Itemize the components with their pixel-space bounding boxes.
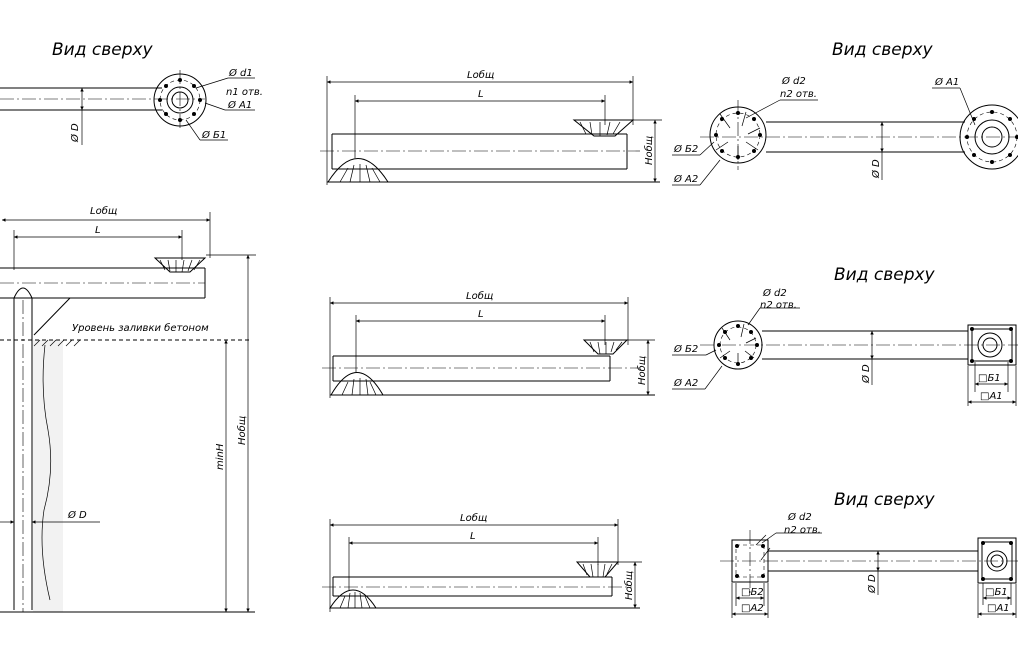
label-l-total-mid3: Lобщ — [460, 512, 487, 524]
label-diam-b2-right2: Ø Б2 — [673, 343, 698, 355]
label-concrete-level: Уровень заливки бетоном — [72, 322, 209, 334]
label-diam-d1: Ø d1 — [228, 67, 253, 79]
label-diam-a2-right2: Ø A2 — [673, 377, 698, 389]
label-diam-d-right1: Ø D — [870, 159, 882, 179]
label-h-total-mid3: Нобщ — [623, 571, 635, 600]
flange-top-left — [153, 70, 207, 130]
label-diam-d2-right2: Ø d2 — [762, 287, 787, 299]
view-title-right-3: Вид сверху — [834, 490, 936, 510]
label-l-left: L — [95, 225, 101, 236]
label-sq-a1-right3: □A1 — [987, 603, 1010, 614]
right-plan-view-1: Вид сверху Ø D Ø A1 Ø d2 n2 отв. Ø Б2 Ø … — [672, 40, 1018, 186]
view-title-top-left: Вид сверху — [52, 40, 154, 60]
label-diam-a2-right1: Ø A2 — [673, 173, 698, 185]
label-n2-holes-right3: n2 отв. — [784, 525, 821, 536]
label-diam-d-right3: Ø D — [866, 574, 878, 594]
label-n2-holes-right1: n2 отв. — [780, 89, 817, 100]
label-l-total-mid1: Lобщ — [467, 69, 494, 81]
label-sq-b2-right3: □Б2 — [741, 587, 764, 598]
label-sq-a2-right3: □A2 — [741, 603, 764, 614]
middle-side-view-1: Lобщ L Нобщ — [320, 69, 662, 185]
label-l-mid3: L — [470, 531, 476, 542]
label-l-mid2: L — [478, 309, 484, 320]
label-diam-a1-top-left: Ø A1 — [227, 99, 252, 111]
label-n2-holes-right2: n2 отв. — [760, 300, 797, 311]
label-diam-d-right2: Ø D — [860, 364, 872, 384]
label-sq-a1-right2: □A1 — [980, 391, 1003, 402]
label-sq-b1-right2: □Б1 — [978, 373, 1001, 384]
label-l-total-left: Lобщ — [90, 205, 117, 217]
left-side-view: Lобщ L Уровень заливки бетоном Нобщ minH — [0, 205, 256, 613]
middle-side-view-2: Lобщ L Нобщ — [322, 290, 655, 398]
view-title-right-2: Вид сверху — [834, 265, 936, 285]
label-sq-b1-right3: □Б1 — [985, 587, 1008, 598]
label-diam-b1: Ø Б1 — [201, 129, 226, 141]
label-diam-d2-right1: Ø d2 — [781, 75, 806, 87]
middle-side-view-3: Lобщ L Нобщ — [322, 512, 642, 612]
label-h-total-mid1: Нобщ — [643, 136, 655, 165]
label-diam-d2-right3: Ø d2 — [787, 511, 812, 523]
label-l-total-mid2: Lобщ — [466, 290, 493, 302]
label-h-total-mid2: Нобщ — [636, 356, 648, 385]
label-diam-d-left: Ø D — [67, 509, 87, 521]
label-n1-holes: n1 отв. — [226, 87, 263, 98]
label-diam-a1-right1: Ø A1 — [934, 76, 959, 88]
label-diam-d-top-left: Ø D — [69, 123, 81, 143]
label-l-mid1: L — [478, 89, 484, 100]
label-diam-b2-right1: Ø Б2 — [673, 143, 698, 155]
label-min-h: minH — [215, 443, 226, 470]
top-left-plan-view: Вид сверху Ø D Ø d1 n1 отв. Ø A1 Ø Б1 — [0, 40, 263, 145]
right-plan-view-3: Вид сверху Ø D □Б1 □A1 □Б2 □A2 Ø d2 n2 о… — [720, 490, 1018, 618]
label-h-total-left: Нобщ — [236, 416, 248, 445]
right-plan-view-2: Вид сверху Ø D □Б1 □A1 Ø d2 n2 отв. Ø Б2… — [672, 265, 1018, 406]
view-title-right-1: Вид сверху — [832, 40, 934, 60]
